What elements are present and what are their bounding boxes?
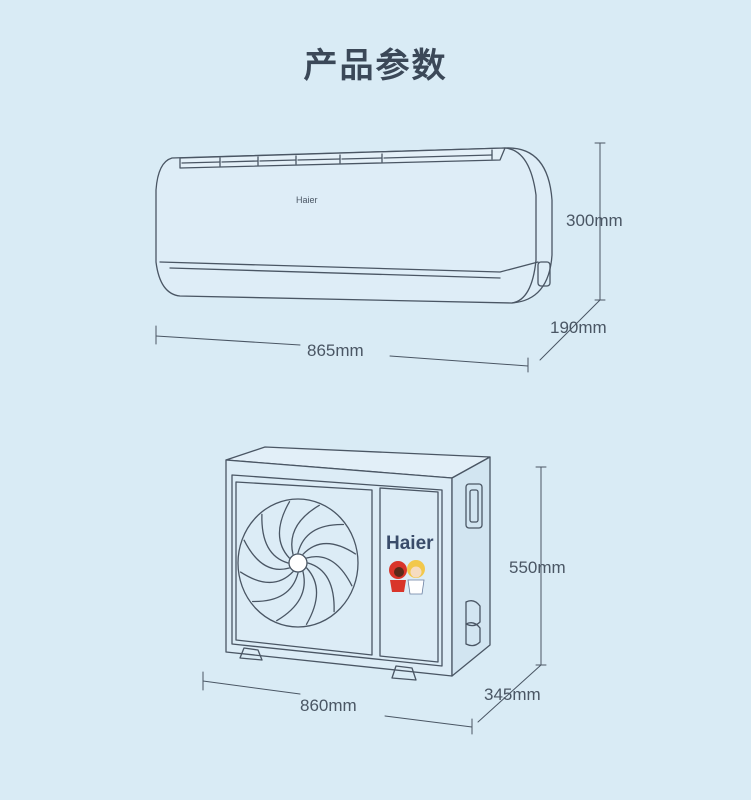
fan-blade xyxy=(239,571,294,584)
fan-blade xyxy=(305,567,318,625)
indoor-width-label: 865mm xyxy=(307,341,364,360)
fan-blade xyxy=(291,504,320,555)
indoor-depth-label: 190mm xyxy=(550,318,607,337)
indoor-height-label: 300mm xyxy=(566,211,623,230)
fan-blade xyxy=(307,562,335,613)
fan-blade xyxy=(251,572,299,603)
outdoor-brand-logo: Haier xyxy=(386,533,434,554)
outdoor-width-label: 860mm xyxy=(300,696,357,715)
fan-ring xyxy=(237,498,359,628)
fan-blade xyxy=(306,556,353,587)
fan-blade xyxy=(278,501,291,559)
fan-grille-drawing xyxy=(237,498,359,628)
indoor-dimension-lines xyxy=(155,142,606,373)
fan-blade xyxy=(302,542,357,555)
fan-blade xyxy=(297,523,345,554)
outdoor-height-label: 550mm xyxy=(509,558,566,577)
page-title: 产品参数 xyxy=(303,46,448,86)
fan-blade xyxy=(276,571,305,622)
fan-blade xyxy=(243,539,290,570)
fan-hub xyxy=(288,553,308,573)
indoor-unit-drawing xyxy=(155,147,553,304)
outdoor-dimension-lines xyxy=(202,466,547,735)
fan-blade xyxy=(261,513,289,564)
outdoor-unit-drawing xyxy=(225,446,491,681)
indoor-brand-logo: Haier xyxy=(296,195,318,205)
outdoor-depth-label: 345mm xyxy=(484,685,541,704)
mascot-icon xyxy=(389,560,425,595)
